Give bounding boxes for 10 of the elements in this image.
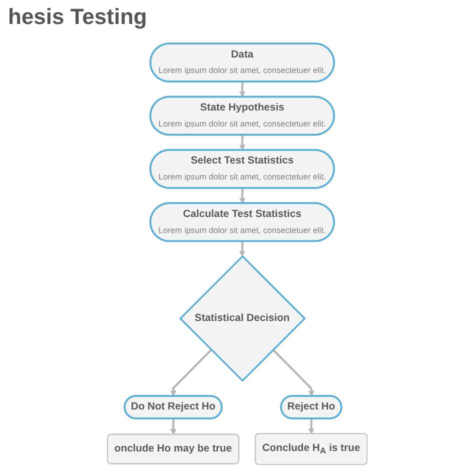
arrow xyxy=(272,349,314,397)
arrow xyxy=(239,135,246,151)
diagram-title: hesis Testing xyxy=(8,4,147,30)
arrow xyxy=(239,82,246,98)
node-diamond: Statistical Decision xyxy=(178,255,306,382)
arrow xyxy=(308,418,314,434)
arrow xyxy=(170,349,212,397)
arrow xyxy=(238,241,245,257)
arrow xyxy=(239,188,246,204)
arrow xyxy=(170,418,176,435)
